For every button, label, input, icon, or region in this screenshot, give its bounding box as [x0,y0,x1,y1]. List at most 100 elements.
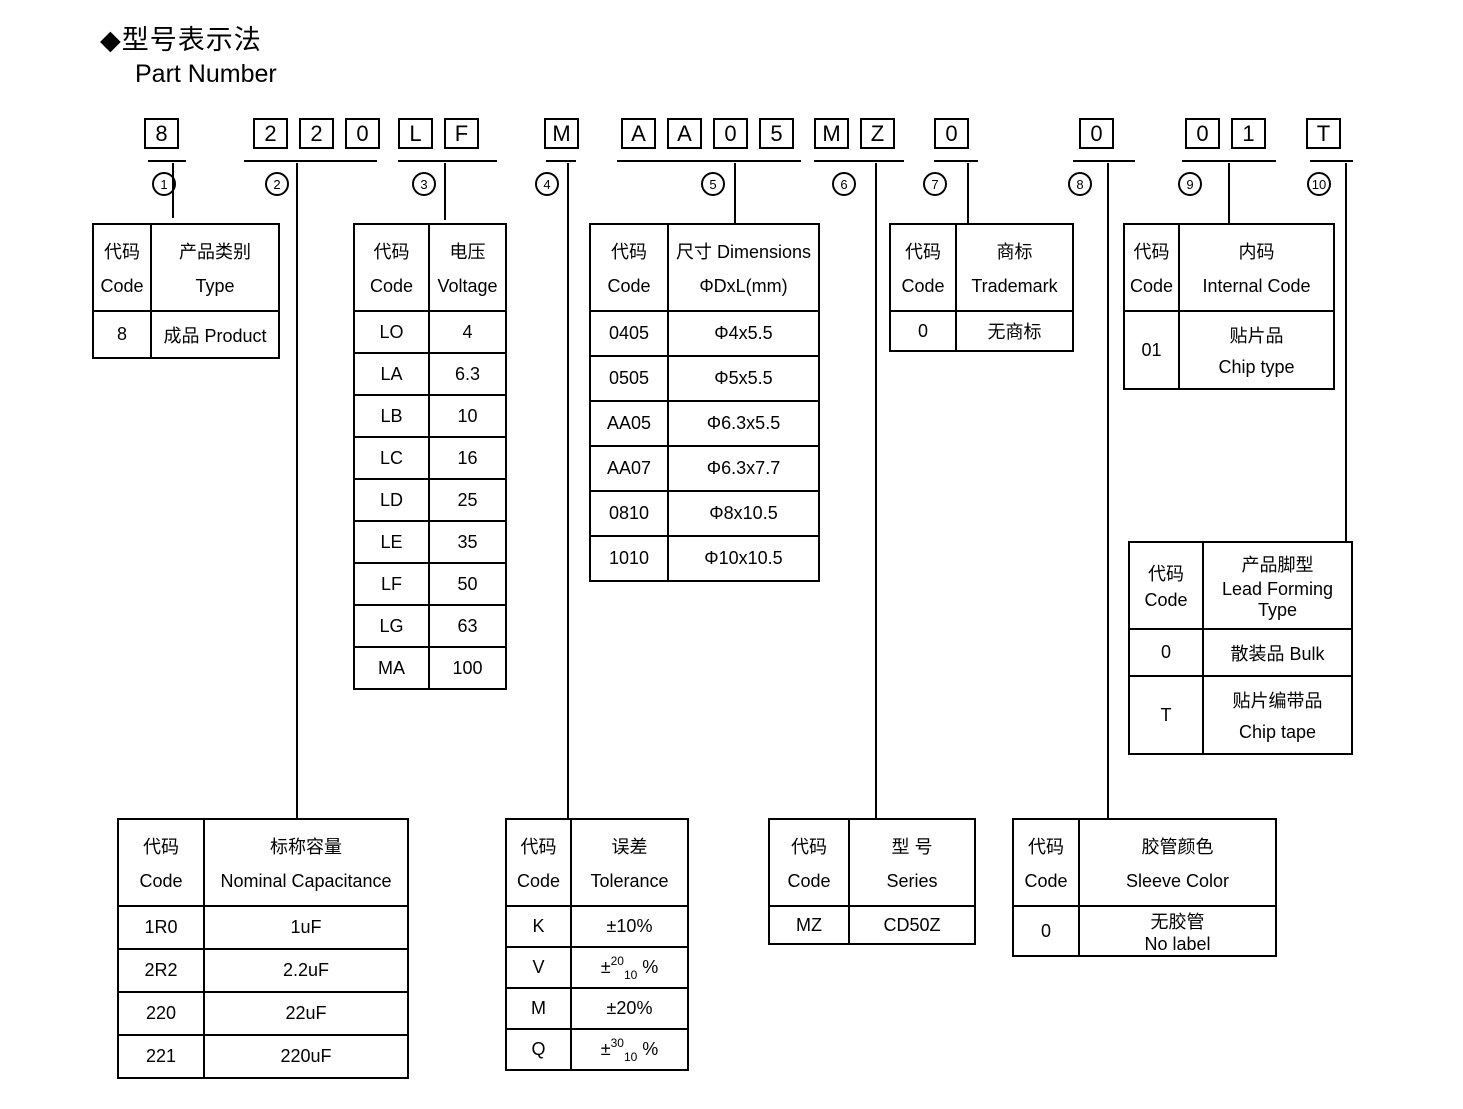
col-header-en: Series [886,871,938,891]
code-cell: LE [353,520,430,564]
group-marker-8: 8 [1068,172,1092,196]
code-cell: 0405 [589,310,669,357]
col-header-zh: 代码 [373,242,410,262]
pn-group-8: 0 [1079,118,1114,149]
underline-8 [1073,160,1135,162]
value-cell: Φ10x10.5 [667,535,820,582]
plus-minus: ± [600,956,611,977]
code-cell: Q [505,1028,572,1071]
pn-char: A [667,118,702,149]
code-cell: 01 [1123,310,1180,390]
value-zh: 贴片编带品 [1232,691,1323,712]
col-header-zh: 代码 [104,242,140,262]
table-row: 8 成品 Product [92,310,280,359]
connector-line-3 [444,163,446,220]
value-en: Chip tape [1238,721,1317,742]
connector-line-6 [875,163,877,818]
value-cell: 散装品 Bulk [1202,628,1353,677]
underline-7 [934,160,978,162]
value-cell: 成品 Product [150,310,280,359]
trademark-table: 代码 Code 商标 Trademark 0 无商标 [889,223,1074,352]
connector-line-10 [1345,163,1347,541]
value-cell: Φ8x10.5 [667,490,820,537]
code-cell: AA05 [589,400,669,447]
pn-group-10: T [1306,118,1341,149]
col-header-zh: 代码 [520,837,557,857]
lead-forming-table: 代码 Code 产品脚型 Lead Forming Type 0 散装品 Bul… [1128,541,1353,755]
table-row: Q ±3010% [505,1028,689,1071]
code-cell: LA [353,352,430,396]
pn-group-1: 8 [144,118,179,149]
col-header-en: Code [607,276,651,296]
series-table: 代码 Code 型 号 Series MZ CD50Z [768,818,976,945]
code-cell: 0 [1128,628,1204,677]
col-header-zh: 电压 [449,242,486,262]
pn-char: 0 [345,118,380,149]
pn-char: T [1306,118,1341,149]
value-cell: 4 [428,310,507,354]
pn-char: 2 [253,118,288,149]
value-cell: CD50Z [848,905,976,945]
col-header-zh: 代码 [1028,837,1064,857]
pn-char: A [621,118,656,149]
tolerance-upper: 20 [610,953,624,968]
value-cell: ±20% [570,987,689,1030]
connector-line-1 [172,163,174,218]
tolerance-lower: 10 [623,1049,638,1064]
value-cell: 6.3 [428,352,507,396]
col-header-en: Code [901,276,945,296]
col-header-en: Tolerance [590,871,669,891]
table-row: V ±2010% [505,946,689,989]
code-cell: LO [353,310,430,354]
connector-line-5 [734,163,736,223]
col-header-en: Internal Code [1202,276,1311,296]
code-cell: LD [353,478,430,522]
table-row: 0 散装品 Bulk [1128,628,1353,677]
value-zh: 无胶管 [1150,912,1205,932]
code-cell: MZ [768,905,850,945]
col-header-en: Code [369,276,414,296]
code-cell: LB [353,394,430,438]
group-marker-9: 9 [1178,172,1202,196]
underline-9 [1182,160,1276,162]
group-marker-2: 2 [265,172,289,196]
table-row: K ±10% [505,905,689,948]
product-type-table: 代码 Code 产品类别 Type 8 成品 Product [92,223,280,359]
pn-char: M [544,118,579,149]
col-header-zh: 型 号 [891,837,933,857]
page-title-zh: ◆型号表示法 [100,25,262,55]
col-header-en: Trademark [971,276,1058,296]
col-header-en: Code [139,871,183,891]
pn-char: 0 [1079,118,1114,149]
col-header-zh: 代码 [611,242,647,262]
table-row: 01 贴片品 Chip type [1123,310,1335,390]
code-cell: 0 [1012,905,1080,957]
underline-6 [814,160,904,162]
col-header-zh: 代码 [143,837,179,857]
col-header-en: Code [1024,871,1068,891]
value-cell: 220uF [203,1034,409,1079]
col-header-zh: 代码 [1133,242,1170,262]
col-header-en: Lead Forming Type [1221,578,1334,620]
pn-char: 1 [1231,118,1266,149]
col-header-zh: 胶管颜色 [1141,837,1214,857]
table-row: MZ CD50Z [768,905,976,945]
group-marker-10: 10 [1307,172,1331,196]
code-cell: K [505,905,572,948]
pn-char: Z [860,118,895,149]
value-cell: 63 [428,604,507,648]
value-cell: Φ5x5.5 [667,355,820,402]
group-marker-7: 7 [923,172,947,196]
connector-line-2 [296,163,298,818]
col-header-en: ΦDxL(mm) [699,276,788,296]
group-marker-4: 4 [535,172,559,196]
